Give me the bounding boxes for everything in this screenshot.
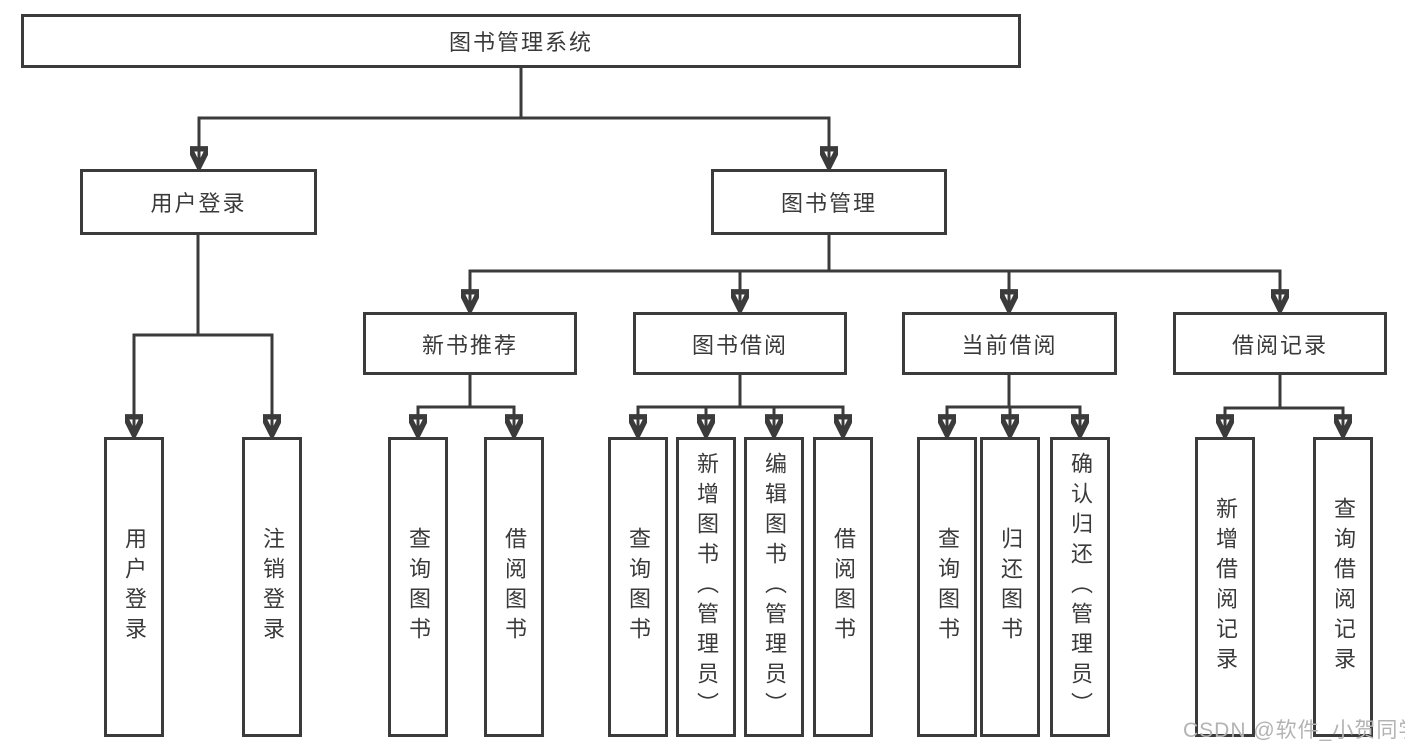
leaf-query-books-borrow: 查询图书 xyxy=(608,437,668,737)
node-label: 图书管理系统 xyxy=(448,30,593,55)
node-label: 借阅记录 xyxy=(1231,332,1328,358)
node-label: 新增借阅记录 xyxy=(1213,497,1238,677)
node-label: 图书借阅 xyxy=(691,332,788,358)
connector-new-book-recommend-to-leaves xyxy=(418,373,514,433)
leaf-add-books-admin: 新增图书（管理员） xyxy=(676,437,736,737)
connector-book-management-to-level3 xyxy=(470,233,1280,308)
csdn-watermark: CSDN @软件_小贺同学 xyxy=(1183,719,1405,742)
connector-root-to-level2 xyxy=(199,66,829,165)
node-book-borrow: 图书借阅 xyxy=(633,312,847,375)
leaf-confirm-return-admin: 确认归还（管理员） xyxy=(1050,437,1110,737)
node-user-login: 用户登录 xyxy=(80,169,317,235)
connector-user-login-to-leaves xyxy=(134,233,272,433)
node-label: 编辑图书（管理员） xyxy=(762,452,787,722)
node-current-borrow: 当前借阅 xyxy=(902,312,1117,375)
leaf-add-borrow-record: 新增借阅记录 xyxy=(1195,437,1255,737)
leaf-query-books-current: 查询图书 xyxy=(917,437,977,737)
node-label: 当前借阅 xyxy=(961,332,1058,358)
node-label: 借阅图书 xyxy=(502,527,527,647)
leaf-user-login: 用户登录 xyxy=(104,437,164,737)
node-label: 用户登录 xyxy=(122,527,147,647)
node-label: 用户登录 xyxy=(150,191,247,216)
node-label: 归还图书 xyxy=(998,527,1023,647)
node-book-management: 图书管理 xyxy=(711,169,947,235)
node-borrow-records: 借阅记录 xyxy=(1173,312,1387,375)
node-label: 查询图书 xyxy=(935,527,960,647)
node-library-management-system: 图书管理系统 xyxy=(21,14,1021,68)
node-label: 图书管理 xyxy=(780,191,877,216)
leaf-logout: 注销登录 xyxy=(242,437,302,737)
leaf-return-books: 归还图书 xyxy=(980,437,1040,737)
node-label: 新增图书（管理员） xyxy=(694,452,719,722)
node-label: 查询图书 xyxy=(406,527,431,647)
leaf-query-borrow-record: 查询借阅记录 xyxy=(1313,437,1373,737)
node-label: 查询借阅记录 xyxy=(1331,497,1356,677)
leaf-query-books-recommend: 查询图书 xyxy=(388,437,448,737)
connector-current-borrow-to-leaves xyxy=(947,373,1080,433)
node-label: 注销登录 xyxy=(260,527,285,647)
leaf-edit-books-admin: 编辑图书（管理员） xyxy=(744,437,804,737)
node-new-book-recommend: 新书推荐 xyxy=(363,312,577,375)
connector-book-borrow-to-leaves xyxy=(638,373,843,433)
node-label: 确认归还（管理员） xyxy=(1068,452,1093,722)
node-label: 新书推荐 xyxy=(421,332,518,358)
node-label: 借阅图书 xyxy=(831,527,856,647)
leaf-borrow-books: 借阅图书 xyxy=(813,437,873,737)
leaf-borrow-books-recommend: 借阅图书 xyxy=(484,437,544,737)
connector-borrow-records-to-leaves xyxy=(1225,373,1343,433)
node-label: 查询图书 xyxy=(626,527,651,647)
